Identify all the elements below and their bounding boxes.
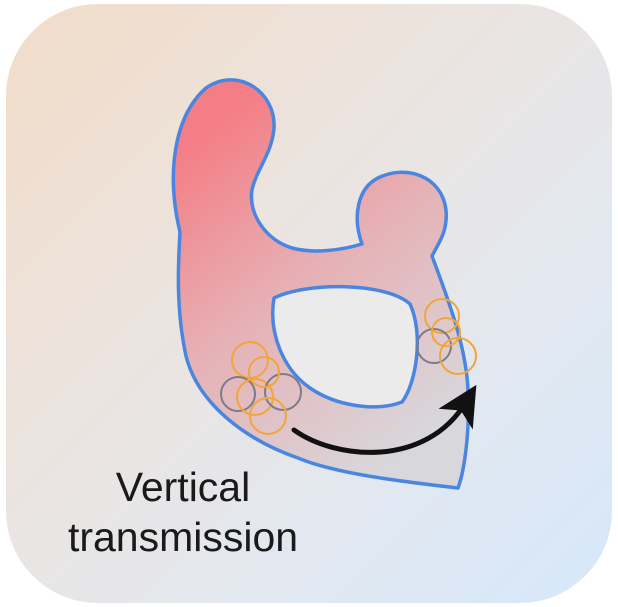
- yeast-cell-outline: [173, 80, 468, 488]
- caption: Vertical transmission: [48, 462, 318, 562]
- caption-line-2: transmission: [48, 512, 318, 562]
- caption-line-1: Vertical: [48, 462, 318, 512]
